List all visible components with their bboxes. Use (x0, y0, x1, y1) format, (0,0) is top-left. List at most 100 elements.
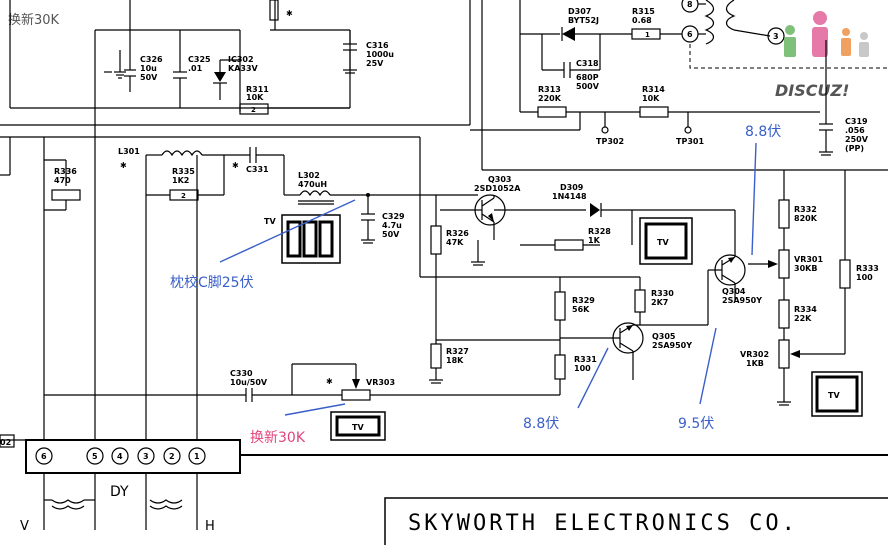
node-6: 6 (687, 30, 693, 39)
tv-label-4: TV (352, 423, 364, 432)
r332-value: 820K (794, 214, 818, 223)
c329-name: C329 (382, 212, 405, 221)
vr301-value: 30KB (794, 264, 817, 273)
c331-cross: ✱ (232, 161, 239, 170)
q304-value: 2SA950Y (722, 296, 762, 305)
r315-name: R315 (632, 7, 655, 16)
r332-name: R332 (794, 205, 817, 214)
r334-name: R334 (794, 305, 817, 314)
regulator-section: C326 10u 50V C325 .01 IC302 KA33V 2 R311… (104, 0, 394, 115)
c318-name: C318 (576, 59, 599, 68)
q305-section: R329 56K R330 2K7 Q305 2SA950Y R331 100 … (429, 277, 708, 395)
vr302-name: VR302 (740, 350, 769, 359)
q303-value: 2SD1052A (474, 184, 521, 193)
c329-rating: 50V (382, 230, 400, 239)
tv-label-2: TV (657, 238, 669, 247)
r335-value: 1K2 (172, 176, 189, 185)
tv-label-1: TV (264, 217, 276, 226)
connector-02-label: 02 (0, 438, 11, 447)
node-3: 3 (773, 32, 779, 41)
r313-r314-section: R313 220K R314 10K TP302 TP301 C319 .056… (470, 40, 869, 156)
r314-value: 10K (642, 94, 660, 103)
l301-cross: ✱ (120, 161, 127, 170)
d307-name: D307 (568, 7, 591, 16)
ic302-name: IC302 (228, 55, 254, 64)
r313-name: R313 (538, 85, 561, 94)
r315-pin: 1 (645, 31, 650, 39)
connector-strip: 02 6 5 4 3 2 1 DY V H (0, 434, 888, 534)
pin-3: 3 (143, 452, 149, 461)
l302-name: L302 (298, 171, 320, 180)
annotations: 枕校C脚25伏 换新30K 8.8伏 8.8伏 9.5伏 (170, 124, 781, 446)
pin-6: 6 (41, 452, 47, 461)
d307-value: BYT52J (568, 16, 599, 25)
c326-rating: 50V (140, 73, 158, 82)
annotation-q304-col: 9.5伏 (678, 416, 714, 432)
r327-name: R327 (446, 347, 469, 356)
ic302-value: KA33V (228, 64, 259, 73)
r333-value: 100 (856, 273, 873, 282)
r331-name: R331 (574, 355, 597, 364)
r328-name: R328 (588, 227, 611, 236)
r329-value: 56K (572, 305, 590, 314)
annotation-replace-vr303: 换新30K (250, 429, 306, 446)
r330-value: 2K7 (651, 298, 668, 307)
c316-rating: 25V (366, 59, 384, 68)
r328-value: 1K (588, 236, 601, 245)
l301-r335-section: L301 ✱ ✱ C331 2 R335 1K2 (118, 147, 284, 440)
r326-name: R326 (446, 229, 469, 238)
h-label: H (205, 519, 215, 534)
c316-value: 1000u (366, 50, 394, 59)
r327-value: 18K (446, 356, 464, 365)
pin-4: 4 (117, 452, 123, 461)
c319-note: (PP) (845, 144, 864, 153)
watermark-text: 换新30K (8, 12, 60, 28)
tp302-label: TP302 (596, 137, 624, 146)
q303-section: Q303 2SD1052A D309 1N4148 R326 47K R328 … (430, 175, 693, 340)
c331-name: C331 (246, 165, 269, 174)
annotation-q305-base: 8.8伏 (523, 416, 559, 432)
q305-value: 2SA950Y (652, 341, 692, 350)
c319-value: .056 (845, 126, 865, 135)
r335-pin: 2 (181, 192, 186, 200)
vr303-name: VR303 (366, 378, 395, 387)
q305-name: Q305 (652, 332, 676, 341)
annotation-q304-base: 8.8伏 (745, 124, 781, 140)
r311-value: 10K (246, 93, 264, 102)
tv-label-3: TV (828, 391, 840, 400)
c326-value: 10u (140, 64, 157, 73)
q304-name: Q304 (722, 287, 746, 296)
annotation-pin25: 枕校C脚25伏 (170, 274, 254, 291)
c330-name: C330 (230, 369, 253, 378)
r313-value: 220K (538, 94, 562, 103)
r333-name: R333 (856, 264, 879, 273)
r330-name: R330 (651, 289, 674, 298)
q303-name: Q303 (488, 175, 512, 184)
c325-value: .01 (188, 64, 203, 73)
c319-name: C319 (845, 117, 868, 126)
l302-value: 470uH (298, 180, 327, 189)
l301-name: L301 (118, 147, 140, 156)
c329-value: 4.7u (382, 221, 402, 230)
l302-c329-section: L302 470uH C329 4.7u 50V TV (264, 155, 478, 264)
discuz-logo: DISCUZ! (775, 11, 869, 100)
pin-2: 2 (169, 452, 175, 461)
c318-rating: 500V (576, 82, 600, 91)
company-name: SKYWORTH ELECTRONICS CO. (408, 511, 798, 536)
v-label: V (20, 519, 29, 534)
r311-name: R311 (246, 85, 269, 94)
r336-name: R336 (54, 167, 77, 176)
discuz-logo-text: DISCUZ! (775, 81, 849, 100)
r315-value: 0.68 (632, 16, 652, 25)
d309-value: 1N4148 (552, 192, 587, 201)
cross-mark-top: ✱ (286, 9, 293, 18)
r329-name: R329 (572, 296, 595, 305)
c319-rating: 250V (845, 135, 869, 144)
r336-value: 470 (54, 176, 71, 185)
c326-name: C326 (140, 55, 163, 64)
left-verticals: R336 470 (43, 125, 96, 440)
dy-label: DY (110, 484, 129, 500)
node-8: 8 (687, 0, 693, 9)
r331-value: 100 (574, 364, 591, 373)
